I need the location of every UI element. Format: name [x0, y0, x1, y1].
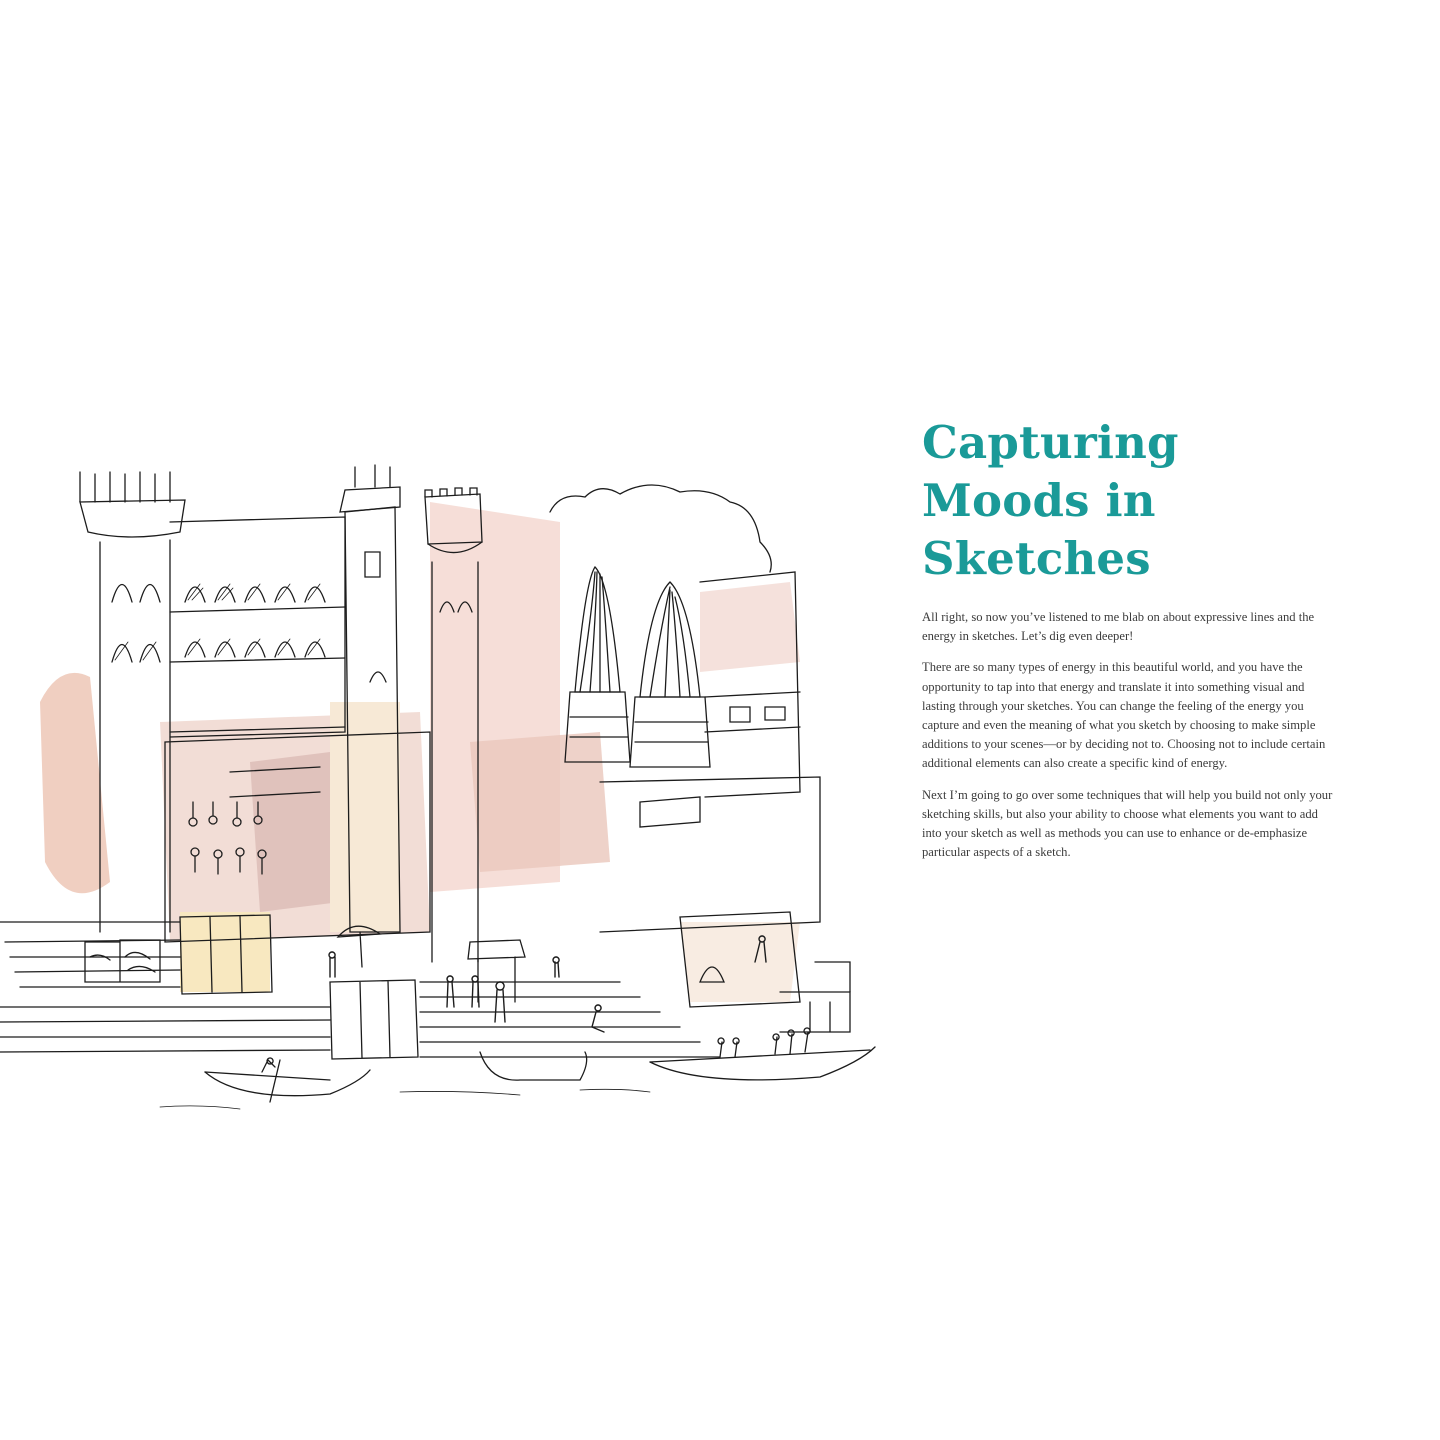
- sketch-drawing: [0, 464, 876, 1110]
- paragraph: There are so many types of energy in thi…: [922, 660, 1326, 771]
- heading-line: Sketches: [922, 532, 1151, 585]
- paragraph: Next I’m going to go over some technique…: [922, 787, 1333, 860]
- heading-line: Moods in: [922, 474, 1156, 527]
- paragraph: All right, so now you’ve listened to me …: [922, 610, 1315, 644]
- body-text: All right, so now you’ve listened to me …: [922, 608, 1334, 862]
- ghat-sketch-illustration: [0, 462, 885, 1112]
- article-column: Capturing Moods in Sketches All right, s…: [922, 414, 1334, 874]
- heading-line: Capturing: [922, 416, 1179, 469]
- section-heading: Capturing Moods in Sketches: [922, 414, 1334, 588]
